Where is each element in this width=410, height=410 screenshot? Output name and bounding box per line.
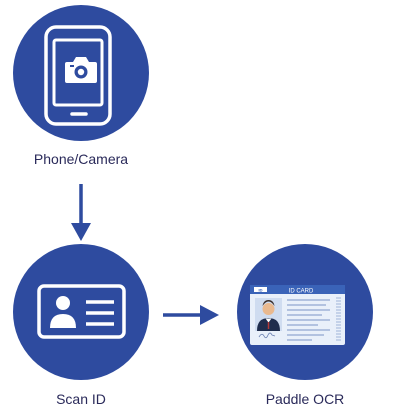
arrow-phone-to-scan [71,184,91,241]
phone-camera-label: Phone/Camera [33,151,129,167]
barcode [336,297,341,341]
card-title: ID CARD [289,288,314,294]
smartphone-camera-icon [44,25,112,126]
node-ocr: ID ID CARD [237,244,373,380]
scan-circle [13,244,149,380]
node-scan [13,244,149,380]
paddle-ocr-label: Paddle OCR [265,391,345,407]
id-card-outline-icon [37,284,126,339]
node-phone [13,5,149,141]
arrow-scan-to-ocr [163,305,219,325]
card-tag: ID [259,288,263,293]
id-card-photo-icon: ID ID CARD [250,285,345,345]
scan-id-label: Scan ID [56,391,106,407]
